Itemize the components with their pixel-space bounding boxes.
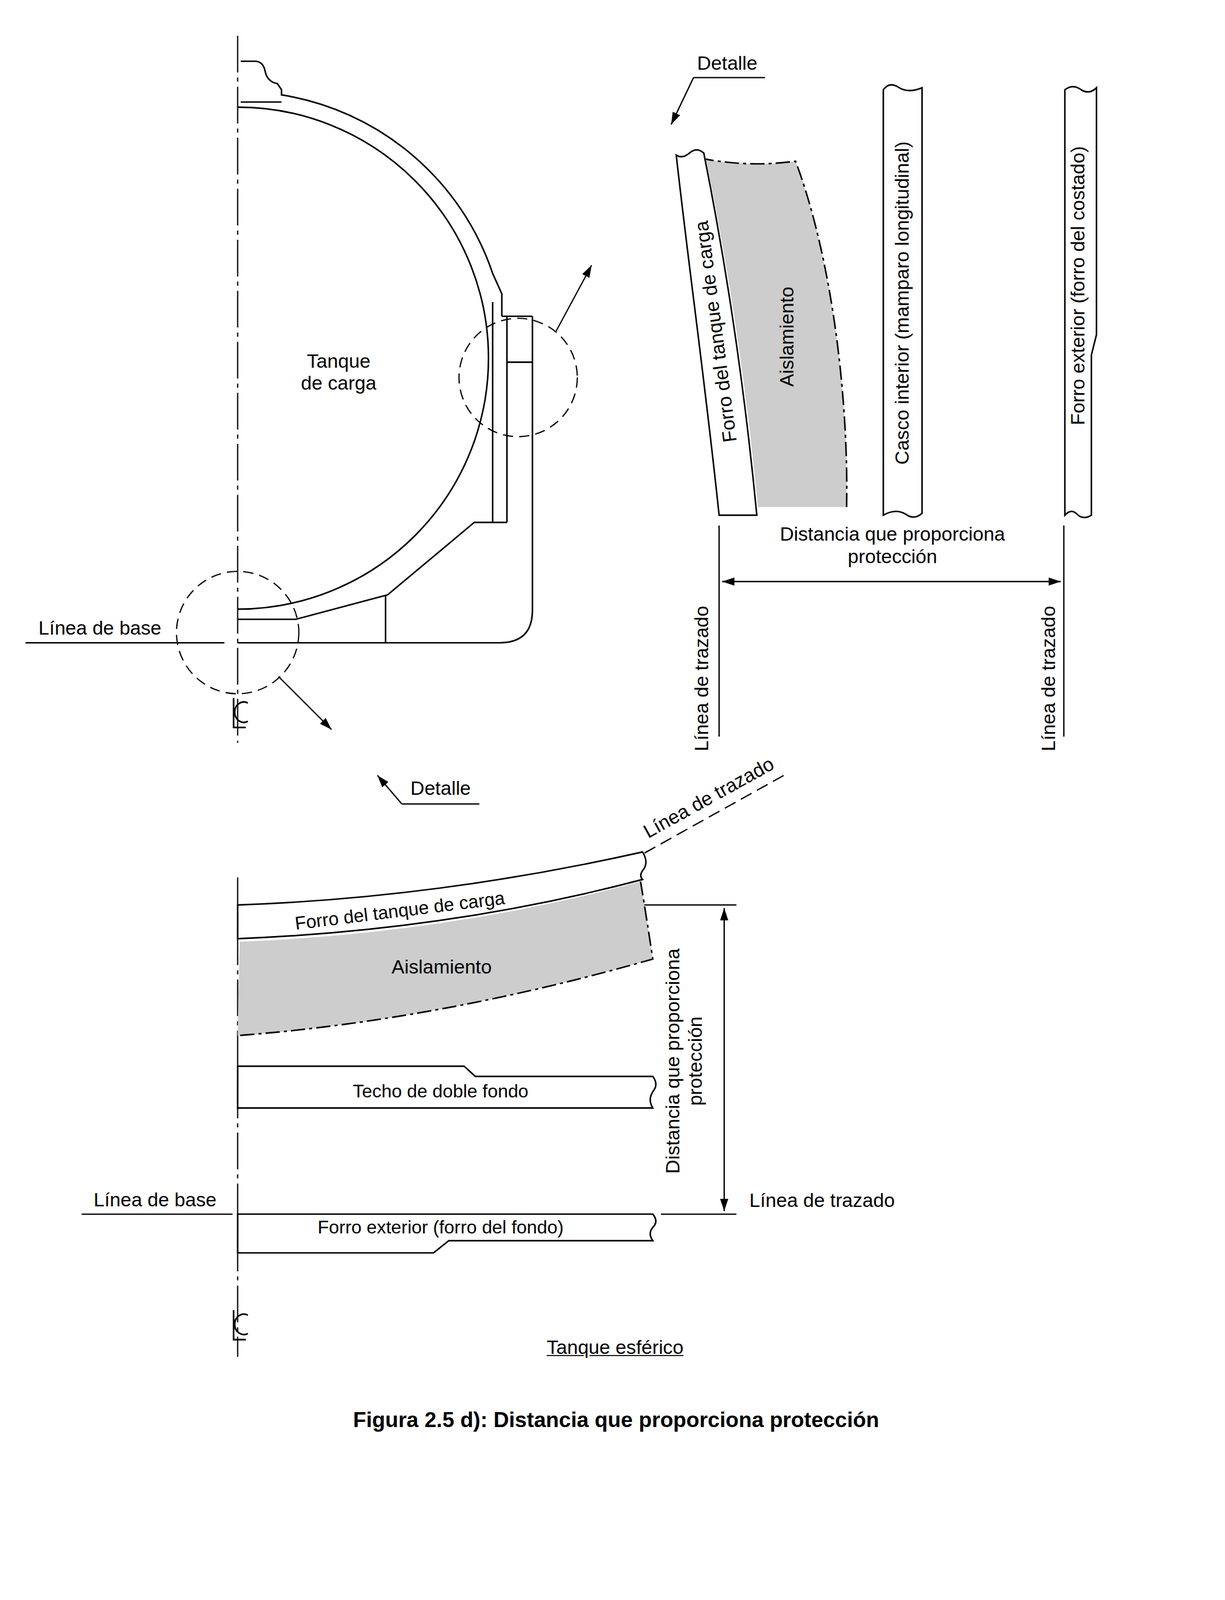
leader-line xyxy=(401,803,480,805)
dimension-arrow xyxy=(723,907,725,1211)
dimension-label: Distancia que proporciona protección xyxy=(774,523,1012,568)
detail-circle xyxy=(459,318,578,437)
dimension-label: Distancia que proporciona protección xyxy=(662,942,707,1180)
inner-hull-plate: Casco interior (mamparo longitudinal) xyxy=(879,79,929,521)
insulation-shape xyxy=(237,881,653,1035)
side-detail xyxy=(671,77,1065,737)
base-line xyxy=(25,641,225,644)
insulation-shape xyxy=(705,159,848,508)
centerline xyxy=(236,35,238,743)
leader-line xyxy=(693,76,766,78)
figure-subtitle: Tanque esférico xyxy=(546,1336,684,1359)
dimension-arrow xyxy=(721,580,1061,582)
bottom-detail xyxy=(81,773,788,1357)
moulded-line-label: Línea de trazado xyxy=(1037,605,1060,751)
cargo-tank: Tanque de carga xyxy=(232,55,539,627)
bottom-shell-plate-label: Forro exterior (forro del fondo) xyxy=(317,1216,564,1238)
figure-caption: Figura 2.5 d): Distancia que proporciona… xyxy=(353,1407,880,1433)
detail-label: Detalle xyxy=(697,51,758,75)
midship-section xyxy=(25,35,592,743)
tank-outer-line xyxy=(240,61,502,317)
double-bottom-plate-shape xyxy=(237,1065,656,1109)
moulded-line-label: Línea de trazado xyxy=(749,1189,895,1212)
insulation-label: Aislamiento xyxy=(391,955,493,979)
moulded-line-label: Línea de trazado xyxy=(690,605,714,751)
baseline-label: Línea de base xyxy=(93,1188,217,1211)
extension-line xyxy=(660,1212,737,1215)
baseline-label: Línea de base xyxy=(38,617,162,640)
bottom-shell-plate-shape xyxy=(237,1214,656,1253)
base-line xyxy=(81,1212,233,1215)
side-shell-plate-shape xyxy=(1064,86,1097,518)
moulded-line-label: Línea de trazado xyxy=(640,752,779,843)
double-bottom-plate: Techo de doble fondo xyxy=(234,1060,659,1113)
insulation-shape xyxy=(237,881,653,1035)
insulation-shape xyxy=(705,159,848,508)
centerline-symbol xyxy=(233,1309,248,1340)
inner-hull-plate-shape xyxy=(883,84,922,517)
cargo-tank-label: Tanque de carga xyxy=(295,349,382,395)
double-bottom-plate-label: Techo de doble fondo xyxy=(352,1080,529,1103)
detail-circle xyxy=(176,571,299,694)
side-shell-plate: Forro exterior (forro del costado) xyxy=(1060,79,1102,523)
inner-hull-plate-label: Casco interior (mamparo longitudinal) xyxy=(891,141,914,465)
insulation-label: Aislamiento xyxy=(776,286,799,387)
detail-arrow xyxy=(556,265,592,332)
detail-arrow xyxy=(278,676,332,730)
side-shell-plate-label: Forro exterior (forro del costado) xyxy=(1067,146,1090,426)
centerline-symbol xyxy=(233,697,248,728)
detail-label: Detalle xyxy=(410,777,471,800)
leader-line xyxy=(377,774,402,804)
tank-dome-line xyxy=(240,101,282,104)
bottom-shell-plate: Forro exterior (forro del fondo) xyxy=(234,1208,659,1256)
centerline xyxy=(236,876,238,1357)
leader-line xyxy=(671,77,694,125)
cargo-tank-shape xyxy=(237,107,489,610)
cargo-tank-outline xyxy=(232,55,539,627)
